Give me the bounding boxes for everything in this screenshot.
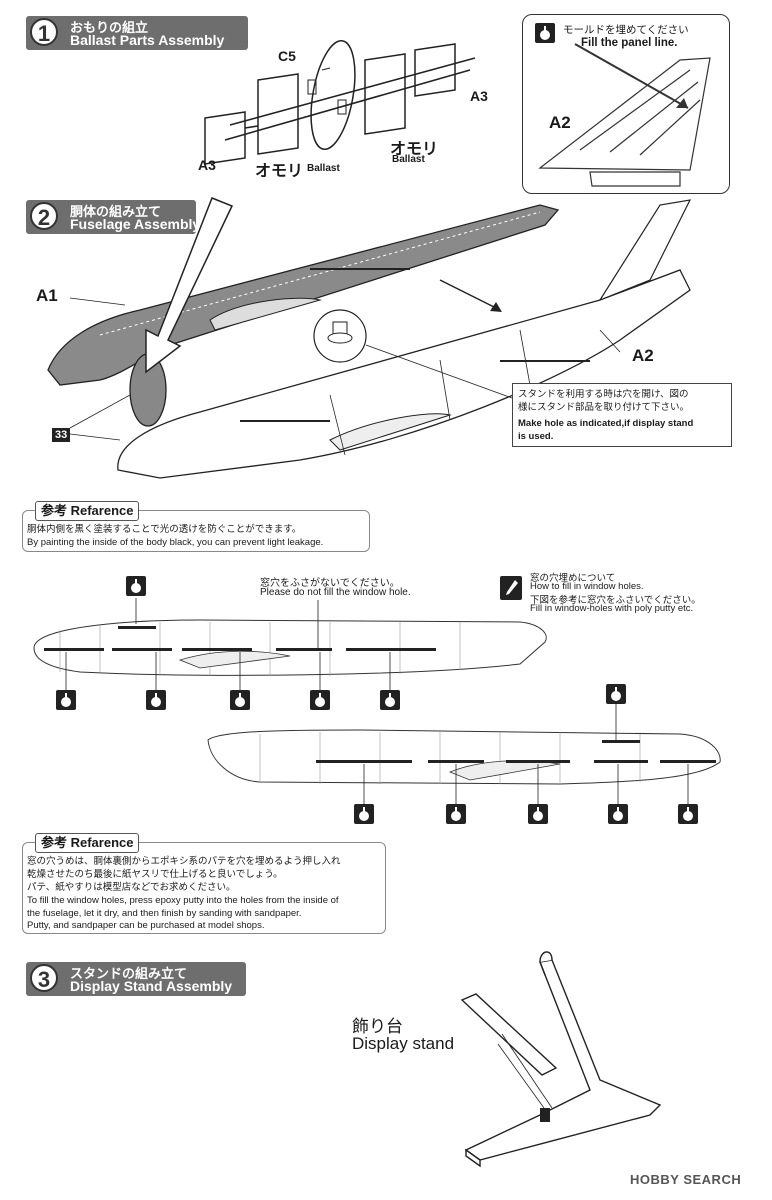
step3-title-jp: スタンドの組み立て <box>70 966 188 981</box>
ballast-right-en: Ballast <box>392 154 425 165</box>
fill-icon-bottom-3 <box>230 690 250 710</box>
fill-icon-bottom-4 <box>310 690 330 710</box>
watermark: HOBBY SEARCH <box>630 1172 742 1187</box>
fill-icon-bottom-9 <box>608 804 628 824</box>
step2-number: 2 <box>30 202 58 230</box>
step1-header: 1 おもりの組立 Ballast Parts Assembly <box>26 16 248 50</box>
reference-1-tag: 参考 Refarence <box>35 501 140 521</box>
fill-panel-icon <box>535 23 555 43</box>
reference-box-1: 参考 Refarence 胴体内側を黒く塗装することで光の透けを防ぐことができま… <box>22 501 370 552</box>
part-a3-right-label: A3 <box>470 88 488 104</box>
fill-note-jp2: 下図を参考に窓穴をふさいでください。 <box>530 595 701 606</box>
reference-2-line-3: パテ、紙やすりは模型店などでお求めください。 <box>27 882 236 893</box>
stand-note-en1: Make hole as indicated,if display stand <box>518 418 694 429</box>
ballast-right-jp: オモリ <box>390 141 439 158</box>
reference-box-2: 参考 Refarence 窓の穴うめは、胴体裏側からエポキシ系のパテを穴を埋める… <box>22 833 386 934</box>
ballast-left-en: Ballast <box>307 163 340 174</box>
stand-note-en2: is used. <box>518 431 554 442</box>
step2-title-en: Fuselage Assembly <box>70 216 201 232</box>
part-a2-label: A2 <box>632 346 654 365</box>
panel-line-inset: モールドを埋めてください Fill the panel line. A2 <box>522 14 730 194</box>
inset-en: Fill the panel line. <box>581 37 678 49</box>
stand-label-jp: 飾り台 <box>352 1017 403 1036</box>
stand-note-jp1: スタンドを利用する時は穴を開け、図の <box>518 389 689 400</box>
fill-icon-bottom-1 <box>56 690 76 710</box>
part-a1-label: A1 <box>36 286 58 305</box>
fill-note-jp1: 窓の穴埋めについて <box>530 573 616 584</box>
reference-2-tag: 参考 Refarence <box>35 833 140 853</box>
window-note-jp: 窓穴をふさがないでください。 <box>260 578 400 589</box>
step1-number: 1 <box>30 18 58 46</box>
inset-part-a2: A2 <box>549 113 571 132</box>
fill-icon-bottom-8 <box>528 804 548 824</box>
part-c5-label: C5 <box>278 48 296 64</box>
putty-icon <box>500 576 522 600</box>
fill-note-en2: Fill in window-holes with poly putty etc… <box>530 603 694 614</box>
fill-icon-bottom-10 <box>678 804 698 824</box>
reference-2-line-5: the fuselage, let it dry, and then finis… <box>27 908 302 919</box>
stand-hole-note: スタンドを利用する時は穴を開け、図の 様にスタンド部品を取り付けて下さい。 Ma… <box>512 383 732 447</box>
inset-jp: モールドを埋めてください <box>563 24 689 36</box>
fill-icon-bottom-6 <box>354 804 374 824</box>
step3-title-en: Display Stand Assembly <box>70 978 233 994</box>
reference-1-jp: 胴体内側を黒く塗装することで光の透けを防ぐことができます。 <box>27 524 302 535</box>
fill-icon-bottom-2 <box>146 690 166 710</box>
window-note-en: Please do not fill the window hole. <box>260 587 411 598</box>
step3-number: 3 <box>30 964 58 992</box>
step1-title-jp: おもりの組立 <box>70 20 149 35</box>
stand-label-en: Display stand <box>352 1034 455 1053</box>
reference-2-line-1: 窓の穴うめは、胴体裏側からエポキシ系のパテを穴を埋めるよう押し入れ <box>27 856 341 867</box>
reference-2-line-2: 乾燥させたのち最後に紙ヤスリで仕上げると良いでしょう。 <box>27 869 283 880</box>
fill-icon-top-1 <box>126 576 146 596</box>
fill-icon-bottom-7 <box>446 804 466 824</box>
reference-2-line-4: To fill the window holes, press epoxy pu… <box>27 895 339 906</box>
step1-title-en: Ballast Parts Assembly <box>70 32 225 48</box>
part-33-label: 33 <box>52 428 71 442</box>
step2-header: 2 胴体の組み立て Fuselage Assembly <box>26 200 200 234</box>
reference-1-en: By painting the inside of the body black… <box>27 537 324 548</box>
fill-icon-bottom-5 <box>380 690 400 710</box>
step3-header: 3 スタンドの組み立て Display Stand Assembly <box>26 962 246 996</box>
fill-note-en1: How to fill in window holes. <box>530 581 644 592</box>
stand-note-jp2: 様にスタンド部品を取り付けて下さい。 <box>518 402 690 413</box>
part-a3-left-label: A3 <box>198 157 216 173</box>
fill-icon-top-2 <box>606 684 626 704</box>
ballast-left-jp: オモリ <box>255 163 304 180</box>
reference-2-line-6: Putty, and sandpaper can be purchased at… <box>27 920 265 931</box>
